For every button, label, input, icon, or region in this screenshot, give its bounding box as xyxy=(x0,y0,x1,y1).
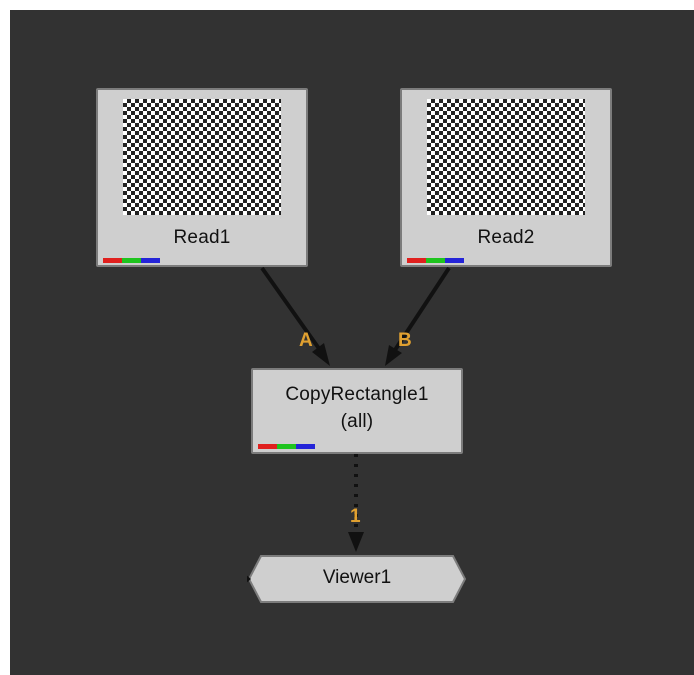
viewer-input-label: 1 xyxy=(350,506,361,527)
rgb-channel-indicator xyxy=(426,258,445,263)
input-a-label: A xyxy=(299,330,313,351)
read1-node[interactable]: Read1 xyxy=(96,88,308,267)
viewer1-node[interactable]: Viewer1 xyxy=(247,554,467,604)
node-sublabel: (all) xyxy=(340,411,374,432)
rgb-channel-indicator xyxy=(277,444,296,449)
rgb-channel-indicator xyxy=(407,258,426,263)
rgb-channel-indicator xyxy=(141,258,160,263)
checkerboard-thumbnail xyxy=(123,99,281,215)
rgb-channel-indicator xyxy=(103,258,122,263)
viewer-node-shape xyxy=(247,555,467,603)
rgb-channel-indicator xyxy=(122,258,141,263)
node-label: Read2 xyxy=(477,227,535,248)
node-label: CopyRectangle1 xyxy=(285,384,429,405)
copyrectangle1-node[interactable]: CopyRectangle1 (all) xyxy=(251,368,463,454)
read2-node[interactable]: Read2 xyxy=(400,88,612,267)
node-label: Viewer1 xyxy=(322,567,392,588)
checkerboard-thumbnail xyxy=(427,99,585,215)
input-b-label: B xyxy=(398,330,412,351)
node-label: Read1 xyxy=(173,227,231,248)
rgb-channel-indicator xyxy=(296,444,315,449)
rgb-channel-indicator xyxy=(258,444,277,449)
rgb-channel-indicator xyxy=(445,258,464,263)
